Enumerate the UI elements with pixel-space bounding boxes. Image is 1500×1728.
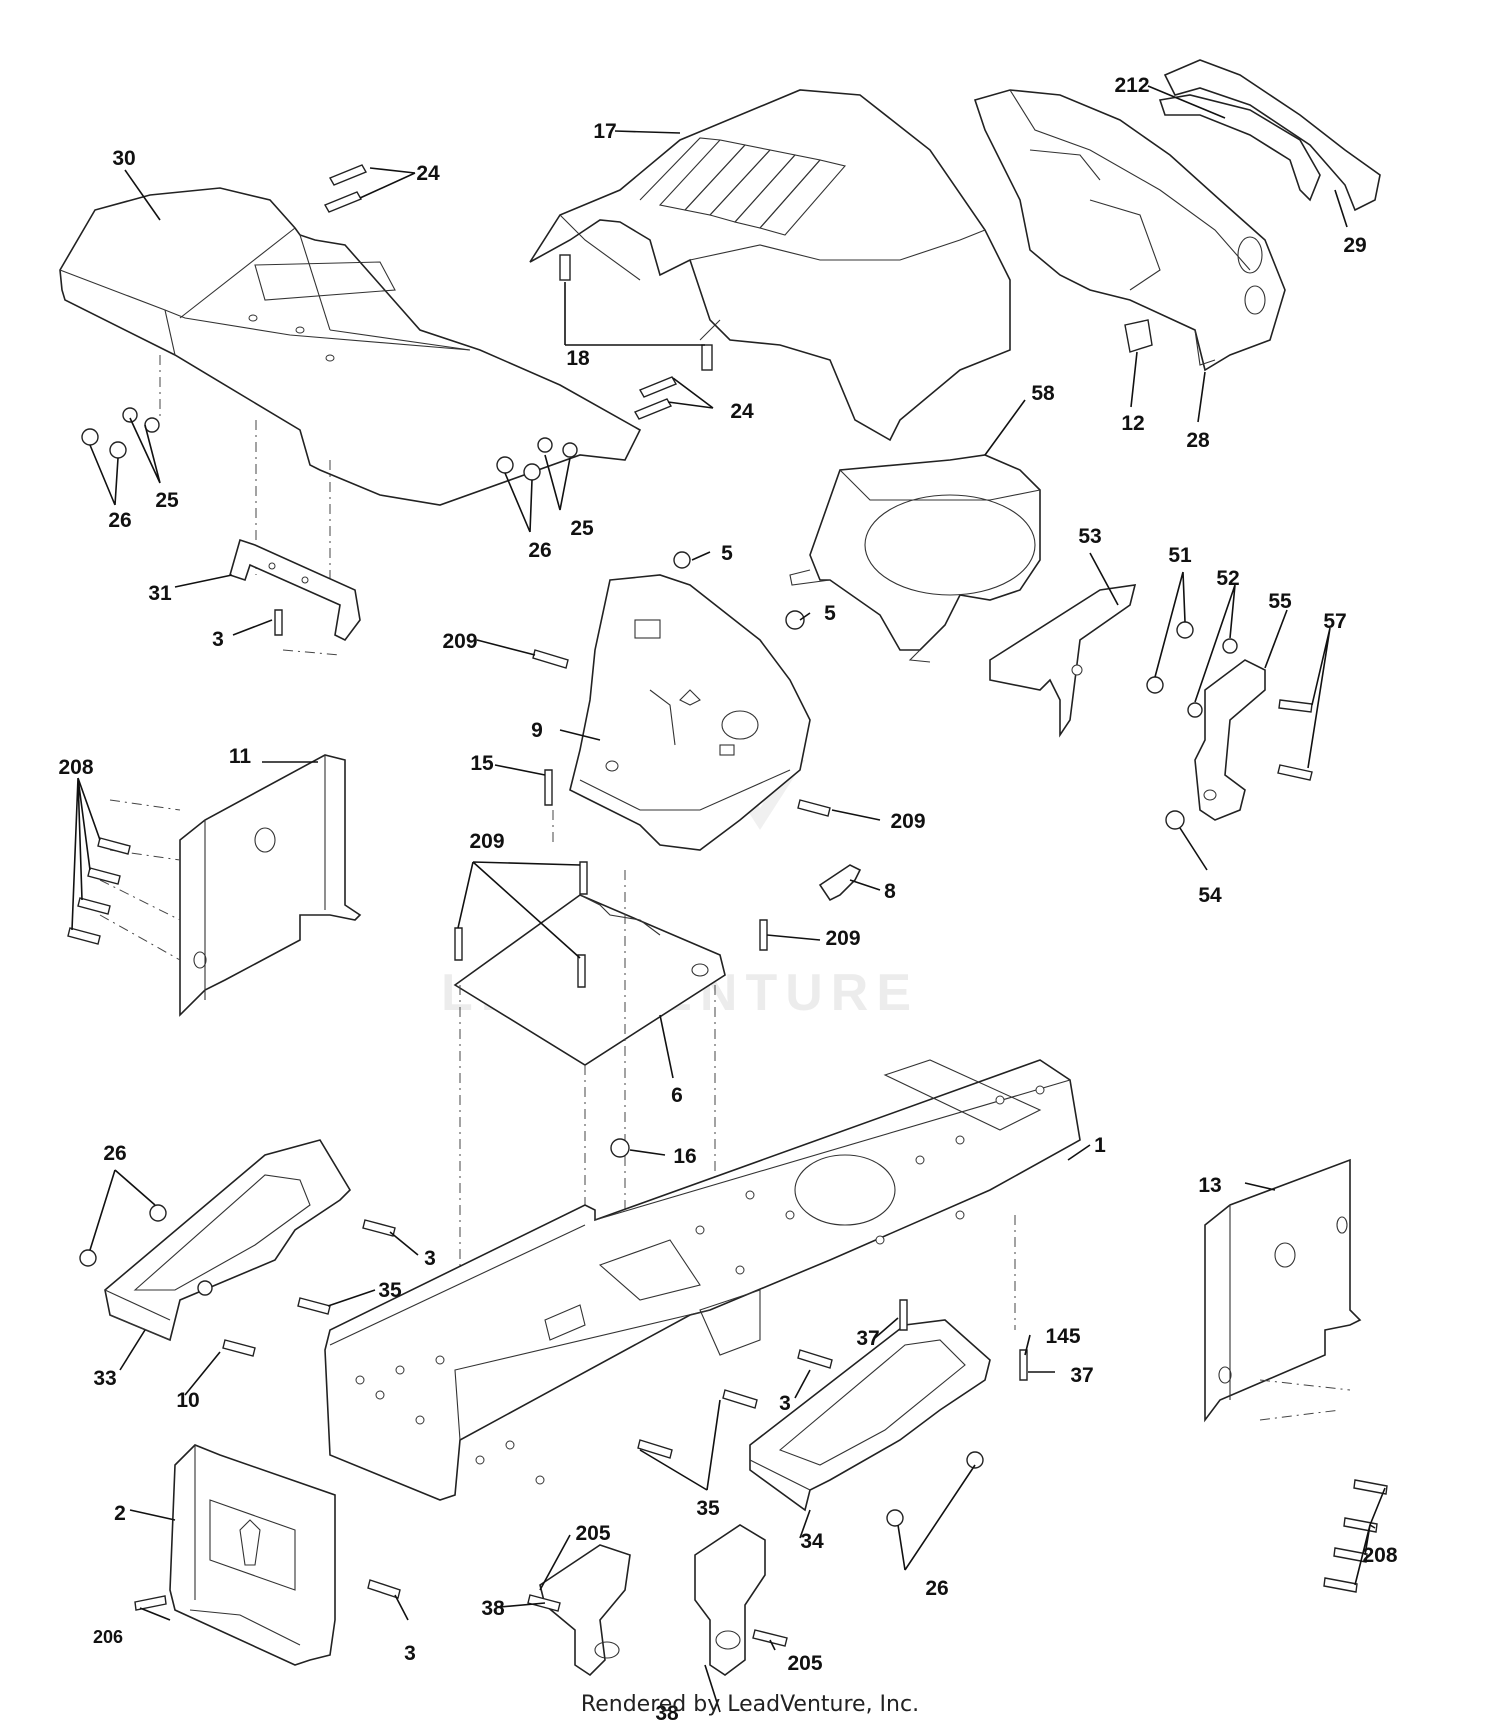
callout-209-d: 209 xyxy=(825,927,860,950)
part-53-bracket xyxy=(989,584,1137,738)
callout-37-b: 37 xyxy=(1070,1364,1093,1387)
callout-57: 57 xyxy=(1323,610,1346,633)
part-55-bracket xyxy=(1194,659,1266,821)
part-28-grille xyxy=(973,89,1286,372)
part-38-bracket-a xyxy=(539,1544,631,1677)
callout-208-b: 208 xyxy=(1362,1544,1397,1567)
callout-24-a: 24 xyxy=(416,162,440,185)
part-2-bracket xyxy=(169,1444,336,1666)
callout-35-b: 35 xyxy=(696,1497,720,1520)
part-34-footrest xyxy=(749,1319,991,1512)
callout-54: 54 xyxy=(1198,884,1222,907)
callout-3-b: 3 xyxy=(424,1247,436,1270)
callout-209-a: 209 xyxy=(442,630,477,653)
callout-2: 2 xyxy=(114,1502,126,1525)
callout-3-a: 3 xyxy=(212,628,224,651)
callout-1: 1 xyxy=(1094,1134,1106,1157)
callout-205-a: 205 xyxy=(575,1522,610,1545)
hood-vents xyxy=(639,137,847,236)
part-18-bumper-b xyxy=(701,344,713,371)
callout-25-a: 25 xyxy=(155,489,179,512)
callouts: 30 24 17 212 29 18 24 12 28 25 26 25 26 … xyxy=(58,74,1397,1725)
leader-lines xyxy=(71,85,1386,1713)
callout-5-b: 5 xyxy=(824,602,836,625)
callout-31: 31 xyxy=(148,582,172,605)
part-1-frame xyxy=(324,1059,1081,1501)
callout-3-d: 3 xyxy=(404,1642,416,1665)
callout-26-b: 26 xyxy=(528,539,551,562)
callout-37-a: 37 xyxy=(856,1327,879,1350)
callout-33: 33 xyxy=(93,1367,116,1390)
part-38-bracket-b xyxy=(694,1524,766,1676)
callout-15: 15 xyxy=(470,752,494,775)
part-58-shroud xyxy=(789,454,1041,663)
part-31-bracket xyxy=(229,538,361,656)
callout-35-a: 35 xyxy=(378,1279,402,1302)
callout-13: 13 xyxy=(1198,1174,1221,1197)
callout-208-a: 208 xyxy=(58,756,93,779)
part-12-clip xyxy=(1124,319,1153,353)
footer-credit: Rendered by LeadVenture, Inc. xyxy=(580,1692,920,1717)
callout-38-a: 38 xyxy=(481,1597,505,1620)
callout-6: 6 xyxy=(671,1084,683,1107)
part-30-fender xyxy=(59,187,642,600)
callout-206: 206 xyxy=(93,1627,123,1647)
part-6-plate xyxy=(453,870,726,1350)
callout-11: 11 xyxy=(229,745,252,768)
callout-25-b: 25 xyxy=(570,517,594,540)
callout-12: 12 xyxy=(1121,412,1144,435)
callout-10: 10 xyxy=(176,1389,199,1412)
callout-8: 8 xyxy=(884,880,896,903)
nuts-washers xyxy=(79,407,1238,1527)
callout-55: 55 xyxy=(1268,590,1292,613)
callout-38-b: 38 xyxy=(655,1702,679,1725)
callout-18: 18 xyxy=(566,347,590,370)
part-212-trim xyxy=(1158,94,1321,202)
frame-holes xyxy=(355,1085,1045,1485)
callout-26-d: 26 xyxy=(925,1577,948,1600)
callout-53: 53 xyxy=(1078,525,1101,548)
callout-24-b: 24 xyxy=(730,400,754,423)
callout-16: 16 xyxy=(673,1145,696,1168)
part-18-bumper-a xyxy=(559,254,571,281)
callout-205-b: 205 xyxy=(787,1652,822,1675)
callout-9: 9 xyxy=(531,719,543,742)
part-11-side-panel xyxy=(99,754,362,1017)
callout-209-c: 209 xyxy=(469,830,504,853)
bolts xyxy=(67,164,1388,1647)
callout-212: 212 xyxy=(1114,74,1149,97)
callout-145: 145 xyxy=(1045,1325,1080,1348)
callout-5-a: 5 xyxy=(721,542,733,565)
callout-29: 29 xyxy=(1343,234,1366,257)
part-9-dash xyxy=(552,574,811,851)
callout-51: 51 xyxy=(1168,544,1192,567)
callout-3-c: 3 xyxy=(779,1392,791,1415)
callout-26-a: 26 xyxy=(108,509,131,532)
part-29-insert xyxy=(1163,59,1381,212)
callout-52: 52 xyxy=(1216,567,1239,590)
part-8-clip xyxy=(818,864,862,902)
callout-58: 58 xyxy=(1031,382,1055,405)
callout-26-c: 26 xyxy=(103,1142,126,1165)
part-17-hood xyxy=(529,89,1011,442)
callout-17: 17 xyxy=(593,120,616,143)
callout-209-b: 209 xyxy=(890,810,925,833)
callout-28: 28 xyxy=(1186,429,1210,452)
part-13-side-panel xyxy=(1204,1158,1362,1423)
part-33-footrest xyxy=(104,1139,352,1342)
callout-34: 34 xyxy=(800,1530,824,1553)
callout-30: 30 xyxy=(112,147,135,170)
